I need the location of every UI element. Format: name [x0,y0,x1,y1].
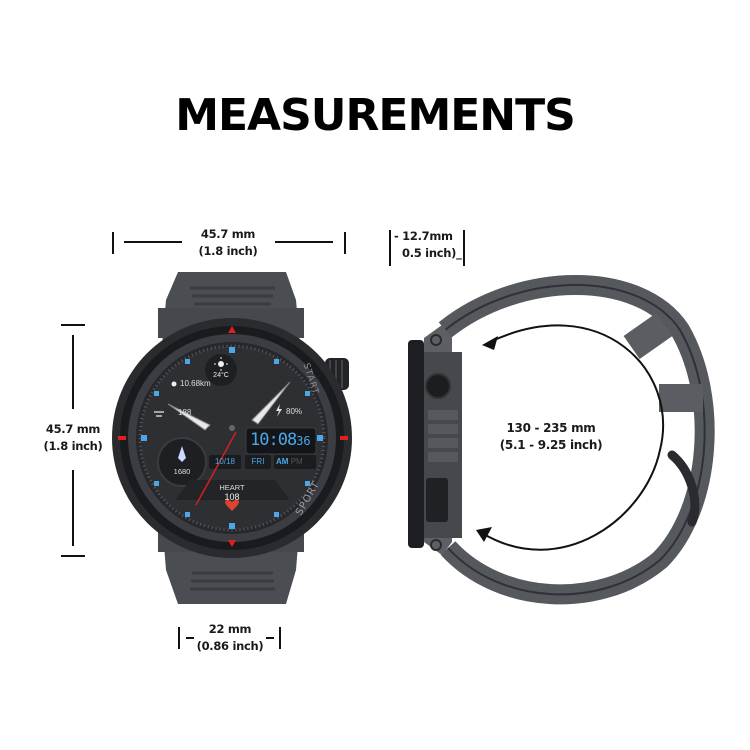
time-hm: 10:08 [250,430,297,450]
height-top-line [72,335,74,409]
hour-hand [167,403,211,431]
strap-keeper [659,384,703,412]
am-indicator: AM [276,457,289,466]
width-mm-label: 45.7 mm [200,227,256,241]
heart-value: 108 [224,492,240,502]
strap-right-tick [279,627,281,649]
side-speaker-grille [426,478,448,522]
height-bottom-line [72,470,74,546]
side-crown [425,373,451,399]
thickness-right-tick [463,230,465,266]
strap-mm-label: 22 mm [208,622,252,636]
distance-value: 10.68km [180,379,211,388]
width-left-line [124,241,182,243]
height-bottom-tick [61,555,85,557]
steps-value: 188 [178,408,192,417]
minute-hand [251,381,291,425]
strap-left-tick [178,627,180,649]
height-top-tick [61,324,85,326]
location-icon [171,381,177,387]
pm-indicator: PM [290,457,303,466]
wrist-range-inch-label: (5.1 - 9.25 inch) [499,438,603,452]
sun-icon [218,361,224,367]
weekday-value: FRI [251,457,265,466]
second-hand [195,431,237,506]
width-right-line [275,241,333,243]
time-seconds: 36 [296,434,311,448]
digital-time-panel [245,427,317,455]
steps-icon [154,411,164,417]
wrist-range-arc [481,324,665,551]
strap-left-dash [186,637,194,639]
width-inch-label: (1.8 inch) [198,244,258,258]
width-right-tick [344,232,346,254]
strap-inch-label: (0.86 inch) [196,639,264,653]
thickness-inch-label: 0.5 inch)_ [402,246,462,260]
arrow-head-top-icon [482,336,498,350]
thickness-left-tick [389,230,391,266]
strap-right-dash [266,637,274,639]
battery-value: 80% [286,407,303,416]
hour-markers [141,347,323,529]
wrist-range-mm-label: 130 - 235 mm [506,421,596,435]
calories-value: 1680 [173,467,191,476]
strap-keeper [623,313,673,359]
heart-icon [225,500,239,511]
battery-bolt-icon [276,404,282,417]
thickness-mm-label: - 12.7mm [394,229,453,243]
width-left-tick [112,232,114,254]
date-value: 10/18 [214,457,236,466]
weather-temp: 24°C [213,372,229,379]
digital-time: 10:0836 [250,430,311,450]
buckle [667,450,700,527]
arrow-head-bottom-icon [476,527,492,542]
height-inch-label: (1.8 inch) [43,439,103,453]
height-mm-label: 45.7 mm [45,422,101,436]
heart-label: HEART [219,483,245,492]
side-case-front [408,340,424,548]
page-title: MEASUREMENTS [175,90,576,141]
